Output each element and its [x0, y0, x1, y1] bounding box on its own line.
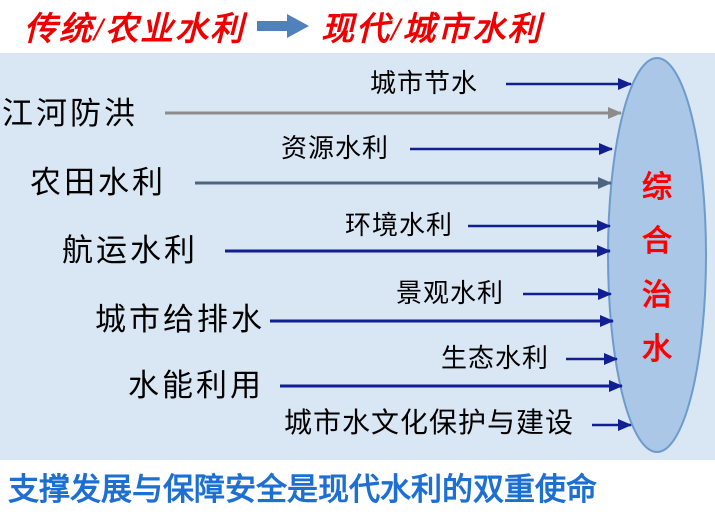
left-item-3: 航运水利 [62, 233, 198, 268]
header: 传统/农业水利 现代/城市水利 [0, 0, 715, 52]
middle-item-6: 城市水文化保护与建设 [284, 408, 575, 439]
footer-caption: 支撑发展与保障安全是现代水利的双重使命 [8, 472, 597, 507]
left-item-5: 水能利用 [128, 368, 264, 403]
middle-item-1: 城市节水 [370, 69, 479, 98]
left-item-2: 农田水利 [30, 165, 166, 200]
middle-item-5: 生态水利 [441, 344, 550, 373]
ellipse-label-char-4: 水 [642, 333, 672, 366]
right-arrow-icon [255, 12, 311, 40]
left-item-4: 城市给排水 [95, 302, 265, 337]
ellipse-label-char-3: 治 [642, 279, 672, 312]
header-title-left: 传统/农业水利 [24, 12, 246, 48]
middle-item-4: 景观水利 [396, 279, 505, 308]
ellipse-label-char-1: 综 [642, 171, 672, 204]
ellipse-label-char-2: 合 [642, 225, 672, 258]
middle-item-3: 环境水利 [345, 211, 454, 240]
left-item-1: 江河防洪 [2, 96, 138, 131]
header-title-right: 现代/城市水利 [321, 12, 543, 48]
ellipse-label: 综 合 治 水 [640, 161, 674, 377]
diagram-area [0, 53, 715, 460]
middle-item-2: 资源水利 [281, 134, 390, 163]
